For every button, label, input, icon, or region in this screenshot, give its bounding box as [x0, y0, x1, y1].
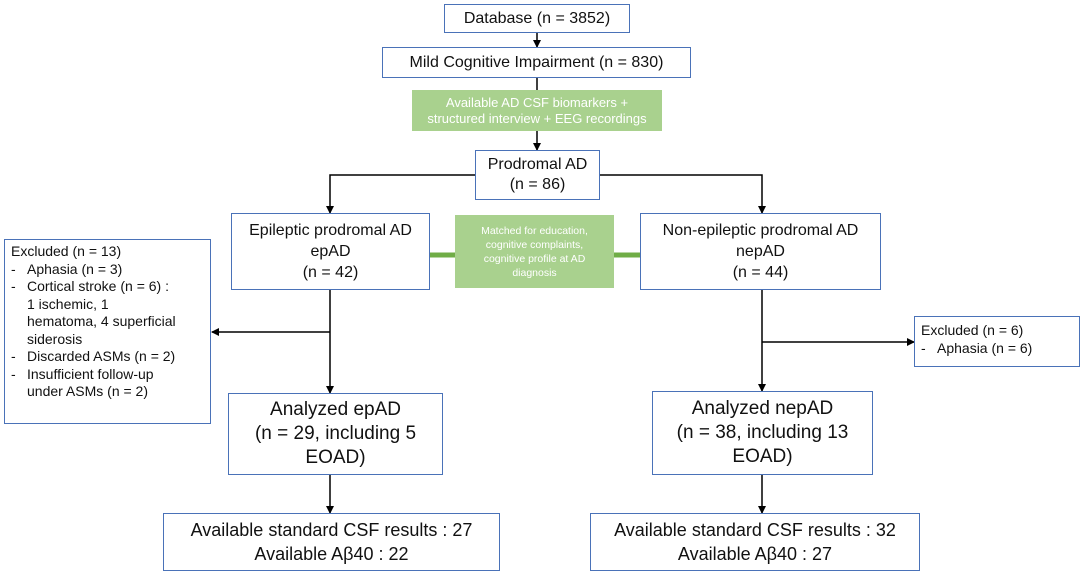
database-label: Database (n = 3852)	[463, 9, 611, 27]
matched-line-4: diagnosis	[512, 266, 557, 279]
excluded-left-item-2-line-1: Cortical stroke (n = 6) :	[27, 278, 169, 294]
excluded-right-title-text: Excluded (n = 6)	[921, 322, 1024, 338]
mci-box: Mild Cognitive Impairment (n = 830)	[382, 47, 691, 78]
results-nep-box: Available standard CSF results : 32 Avai…	[590, 513, 920, 571]
excluded-right-item-1: - Aphasia (n = 6)	[921, 339, 1033, 356]
excluded-left-box: Excluded (n = 13) - Aphasia (n = 3) - Co…	[4, 239, 211, 424]
matched-box: Matched for education, cognitive complai…	[455, 215, 614, 288]
excluded-left-item-3: - Discarded ASMs (n = 2)	[11, 348, 176, 364]
analyzed-ep-line-3: EOAD)	[305, 447, 366, 468]
excluded-left-item-1: - Aphasia (n = 3)	[11, 260, 123, 277]
epileptic-box: Epileptic prodromal AD epAD (n = 42)	[231, 213, 430, 290]
results-ep-line-2: Available Aβ40 : 22	[254, 544, 409, 564]
epileptic-line-2: epAD	[310, 243, 351, 260]
excluded-right-item-1-line-1: Aphasia (n = 6)	[937, 339, 1033, 356]
nonepileptic-line-1: Non-epileptic prodromal AD	[662, 222, 859, 239]
excluded-left-item-4-line-1: Insufficient follow-up	[27, 365, 154, 382]
excluded-left-title: Excluded (n = 13)	[11, 243, 204, 261]
excluded-left-item-4: - Insufficient follow-up under ASMs (n =…	[11, 365, 154, 400]
matched-line-3: cognitive profile at AD	[483, 252, 586, 265]
criteria-line-1: Available AD CSF biomarkers +	[445, 94, 629, 110]
excluded-left-item-2-line-3: hematoma, 4 superficial	[27, 313, 176, 329]
excluded-left-title-text: Excluded (n = 13)	[11, 243, 122, 259]
nonepileptic-box: Non-epileptic prodromal AD nepAD (n = 44…	[640, 213, 881, 290]
excluded-left-item-2-line-2: 1 ischemic, 1	[27, 295, 109, 312]
matched-line-2: cognitive complaints,	[485, 238, 584, 251]
analyzed-nep-box: Analyzed nepAD (n = 38, including 13 EOA…	[652, 391, 873, 475]
prodromal-box: Prodromal AD (n = 86)	[475, 150, 600, 200]
excluded-left-item-2: - Cortical stroke (n = 6) : 1 ischemic, …	[11, 278, 176, 347]
criteria-box: Available AD CSF biomarkers + structured…	[412, 90, 662, 131]
analyzed-nep-line-1: Analyzed nepAD	[691, 398, 834, 419]
analyzed-ep-box: Analyzed epAD (n = 29, including 5 EOAD)	[228, 393, 443, 475]
excluded-left-item-2-line-4: siderosis	[27, 330, 83, 347]
excluded-right-box: Excluded (n = 6) - Aphasia (n = 6)	[914, 316, 1080, 367]
prodromal-line-2: (n = 86)	[509, 176, 566, 193]
mci-label: Mild Cognitive Impairment (n = 830)	[409, 53, 664, 71]
results-nep-line-2: Available Aβ40 : 27	[677, 544, 833, 564]
analyzed-ep-line-1: Analyzed epAD	[270, 399, 401, 420]
nonepileptic-line-2: nepAD	[736, 243, 785, 260]
excluded-right-title: Excluded (n = 6)	[921, 322, 1073, 340]
analyzed-nep-line-2: (n = 38, including 13	[676, 422, 849, 443]
results-ep-box: Available standard CSF results : 27 Avai…	[163, 513, 500, 571]
results-ep-line-1: Available standard CSF results : 27	[190, 520, 473, 540]
results-nep-line-1: Available standard CSF results : 32	[614, 520, 896, 540]
excluded-left-item-4-line-2: under ASMs (n = 2)	[27, 383, 149, 399]
analyzed-ep-line-2: (n = 29, including 5	[254, 423, 417, 444]
arrow-prodromal-nonepileptic	[600, 174, 766, 214]
excluded-left-item-1-line-1: Aphasia (n = 3)	[27, 260, 123, 277]
prodromal-line-1: Prodromal AD	[487, 156, 588, 173]
database-box: Database (n = 3852)	[444, 4, 630, 33]
excluded-left-item-3-line-1: Discarded ASMs (n = 2)	[27, 348, 176, 364]
analyzed-nep-line-3: EOAD)	[732, 446, 793, 467]
criteria-line-2: structured interview + EEG recordings	[427, 110, 647, 126]
nonepileptic-line-3: (n = 44)	[732, 264, 789, 281]
epileptic-line-1: Epileptic prodromal AD	[249, 222, 412, 239]
arrow-prodromal-epileptic	[326, 174, 475, 214]
matched-line-1: Matched for education,	[481, 224, 588, 237]
epileptic-line-3: (n = 42)	[302, 264, 359, 281]
